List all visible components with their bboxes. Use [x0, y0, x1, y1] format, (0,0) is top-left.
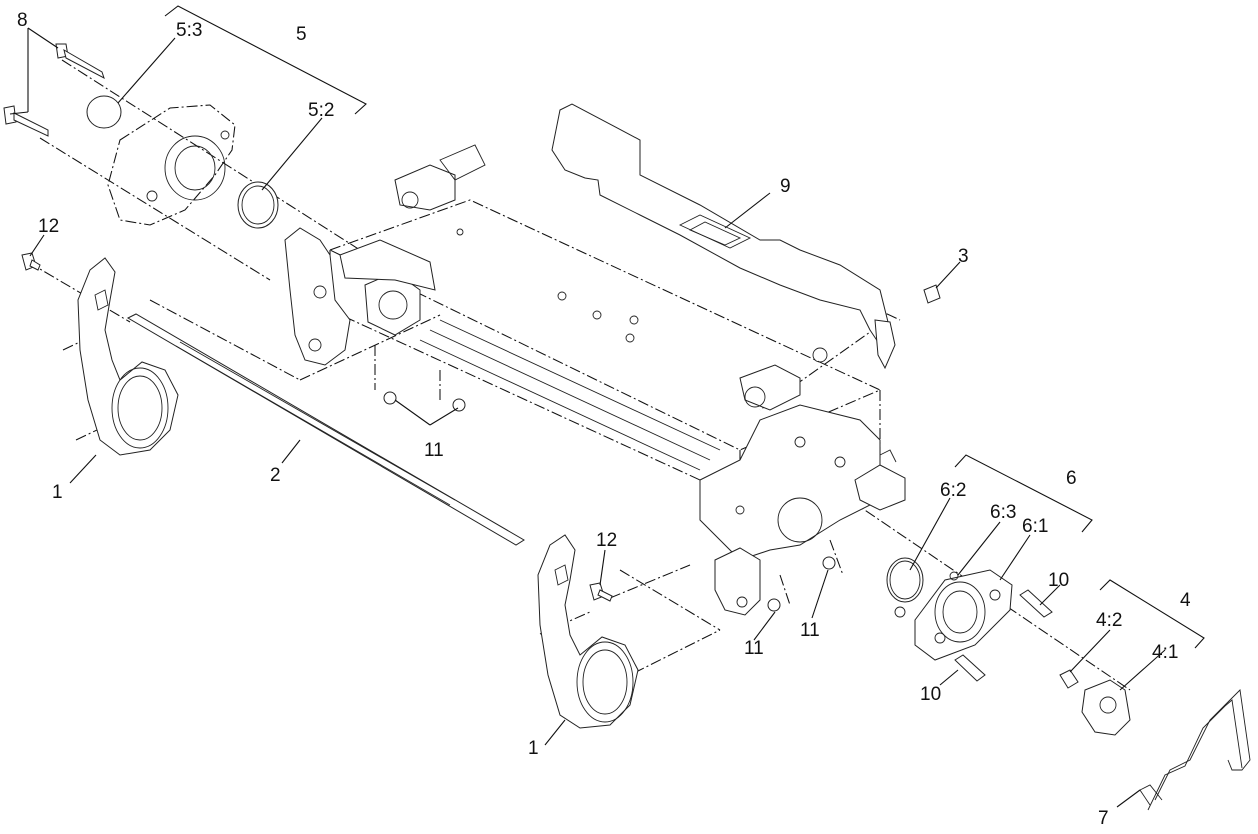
callout-10-upper: 10 — [1048, 570, 1069, 591]
callout-6-2: 6:2 — [940, 480, 966, 501]
callout-6: 6 — [1066, 468, 1077, 489]
callout-3: 3 — [958, 246, 969, 267]
nuts-part-11 — [383, 391, 836, 612]
callout-6-1: 6:1 — [1022, 516, 1048, 537]
arm-part-1-left — [77, 257, 179, 456]
callout-2: 2 — [270, 465, 281, 486]
end-cover-part-5 — [86, 95, 279, 229]
bolts-part-8 — [3, 43, 105, 137]
callout-5: 5 — [296, 24, 307, 45]
main-frame — [284, 144, 906, 616]
group-brackets — [164, 5, 1205, 649]
screw-part-3 — [923, 284, 941, 304]
callout-4: 4 — [1180, 590, 1191, 611]
cover-part-9 — [551, 103, 896, 370]
leader-lines — [9, 27, 1166, 808]
callout-11-lower: 11 — [744, 638, 764, 659]
callout-5-3: 5:3 — [176, 20, 202, 41]
callout-12-right: 12 — [596, 530, 617, 551]
callout-7: 7 — [1098, 808, 1109, 829]
callout-8: 8 — [17, 10, 28, 31]
callout-11-right: 11 — [800, 620, 820, 641]
callout-11-centre: 11 — [424, 440, 444, 461]
callout-6-3: 6:3 — [990, 502, 1016, 523]
callout-labels: 8 5:3 5 5:2 12 1 2 11 9 3 6 6:2 6:3 6:1 … — [17, 10, 1191, 829]
callout-5-2: 5:2 — [308, 100, 334, 121]
callout-1-left: 1 — [52, 482, 63, 503]
callout-4-1: 4:1 — [1152, 642, 1178, 663]
callout-12-left: 12 — [38, 216, 59, 237]
callout-4-2: 4:2 — [1096, 610, 1122, 631]
arm-part-1-right — [537, 534, 639, 729]
screws-part-10 — [954, 589, 1053, 682]
bearing-housing-part-6 — [886, 557, 1013, 661]
shaft-part-2 — [126, 313, 525, 546]
fitting-part-4 — [1059, 669, 1131, 736]
callout-10-lower: 10 — [920, 684, 941, 705]
callout-9: 9 — [780, 176, 791, 197]
screws-part-12 — [21, 252, 613, 602]
bracket-part-7 — [1139, 689, 1251, 811]
callout-1-right: 1 — [528, 738, 539, 759]
